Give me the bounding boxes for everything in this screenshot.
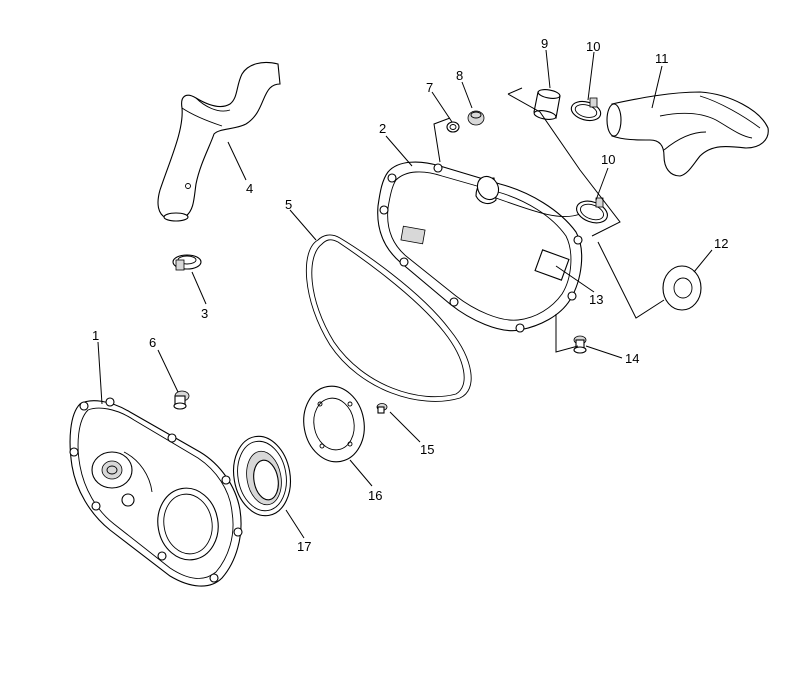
part-seal xyxy=(233,435,291,517)
callout-2: 2 xyxy=(379,121,386,136)
leader-lines xyxy=(97,49,713,539)
callout-10b: 10 xyxy=(601,152,615,167)
callout-5: 5 xyxy=(285,197,292,212)
part-hose-clamp xyxy=(172,254,202,271)
part-o-ring xyxy=(446,121,460,133)
part-drive-belt xyxy=(305,234,472,402)
part-clamp-lower xyxy=(576,197,608,224)
callout-1: 1 xyxy=(92,328,99,343)
part-outer-clutch-cover xyxy=(69,397,243,587)
callout-3: 3 xyxy=(201,306,208,321)
part-clamp-upper xyxy=(570,97,602,122)
part-bolt-left xyxy=(173,390,190,410)
callout-10a: 10 xyxy=(586,39,600,54)
callout-11: 11 xyxy=(655,51,669,66)
callout-16: 16 xyxy=(368,488,382,503)
part-plug xyxy=(467,110,485,126)
part-bolt-right xyxy=(573,335,587,354)
callout-12: 12 xyxy=(714,236,728,251)
part-duct-coupler xyxy=(533,89,561,120)
callout-15: 15 xyxy=(420,442,434,457)
callout-8: 8 xyxy=(456,68,463,83)
part-washer xyxy=(662,265,702,311)
callout-14: 14 xyxy=(625,351,639,366)
part-hose xyxy=(157,61,281,222)
part-plate xyxy=(303,385,365,463)
part-small-bolt xyxy=(376,403,388,414)
callout-17: 17 xyxy=(297,539,311,554)
callout-6: 6 xyxy=(149,335,156,350)
part-inner-clutch-cover xyxy=(377,161,583,333)
callout-9: 9 xyxy=(541,36,548,51)
callout-7: 7 xyxy=(426,80,433,95)
callout-labels: 1 2 3 4 5 6 7 8 9 10 10 11 12 13 14 15 1… xyxy=(92,36,728,554)
part-air-duct xyxy=(606,91,769,177)
callout-4: 4 xyxy=(246,181,253,196)
callout-13: 13 xyxy=(589,292,603,307)
